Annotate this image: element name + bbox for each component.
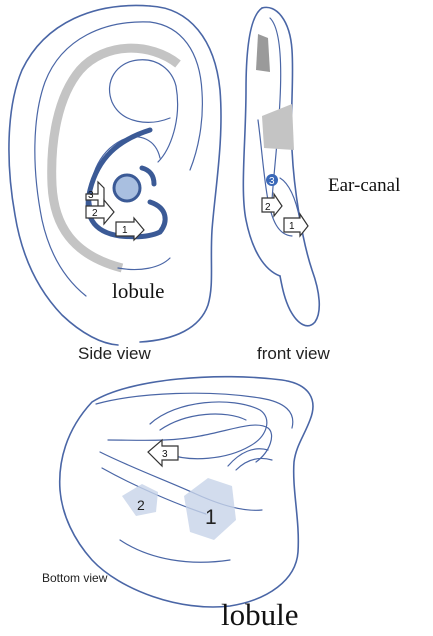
bottom-mark-1: 1 [205,506,217,529]
side-arrow-3-label: 3 [88,190,94,201]
bottom-long-line [100,452,262,510]
side-view-ear: 3 2 1 lobule [9,6,221,345]
side-ear-canal [114,175,140,201]
bottom-lobule-label: lobule [221,597,299,632]
bottom-lobule-curve [120,540,230,562]
side-lobule-label: lobule [112,279,165,303]
front-arrow-3-label: 3 [269,176,275,187]
ear-canal-label: Ear-canal [328,175,400,196]
bottom-inner-ridge [160,414,246,430]
front-arrow-1-label: 1 [289,221,295,232]
bottom-tragus-lines-2 [236,458,272,470]
front-view-ear: 3 2 1 Ear-canal [243,7,400,325]
side-lobule-outline [118,258,170,270]
front-view-caption: front view [257,344,330,363]
side-inner-helix-right [150,22,202,170]
side-arrow-2-label: 2 [92,208,98,219]
front-inner-line [270,18,281,200]
bottom-top-ridge [96,393,293,428]
front-gray-mid [262,104,294,150]
bottom-antihelix [108,425,272,462]
bottom-arrow-3-label: 3 [162,449,168,460]
side-view-caption: Side view [78,344,151,363]
front-arrow-2-label: 2 [265,202,271,213]
side-dark-path-2 [150,202,165,232]
bottom-mark-2: 2 [137,497,145,513]
side-antihelix-lower [158,86,178,162]
side-antihelix-curl [110,60,176,123]
side-tragus [142,168,154,184]
front-outer-outline [262,7,319,325]
front-gray-top [256,34,270,72]
side-arrow-1-label: 1 [122,225,128,236]
front-arrow-1 [284,214,308,236]
bottom-view-ear: 3 2 1 Bottom view lobule [42,377,313,632]
bottom-view-caption: Bottom view [42,571,108,585]
